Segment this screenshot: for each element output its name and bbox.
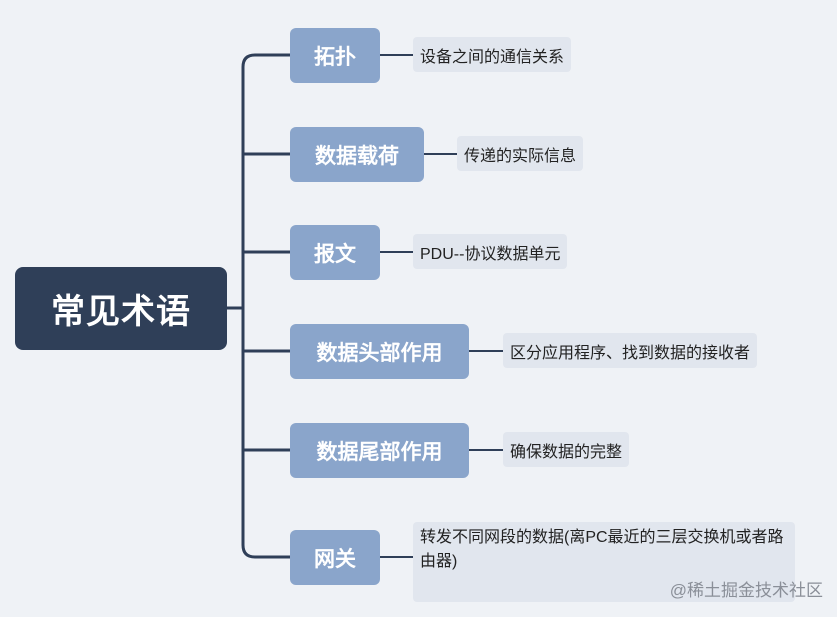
branch-label: 数据载荷: [315, 144, 399, 168]
root-node: 常见术语: [15, 267, 227, 350]
branch-node-trailer: 数据尾部作用: [290, 423, 469, 478]
leaf-node-header: 区分应用程序、找到数据的接收者: [503, 333, 758, 368]
branch-label: 报文: [314, 242, 356, 266]
branch-node-payload: 数据载荷: [290, 127, 424, 182]
leaf-node-payload: 传递的实际信息: [457, 136, 584, 171]
leaf-label: 区分应用程序、找到数据的接收者: [510, 344, 751, 362]
branch-node-gateway: 网关: [290, 530, 380, 585]
branch-node-topology: 拓扑: [290, 28, 380, 83]
leaf-node-gateway: 转发不同网段的数据(离PC最近的三层交换机或者路由器): [413, 522, 795, 602]
leaf-label: 确保数据的完整: [510, 443, 623, 461]
branch-label: 数据尾部作用: [316, 440, 443, 464]
branch-label: 拓扑: [314, 45, 356, 69]
leaf-node-trailer: 确保数据的完整: [503, 432, 630, 467]
watermark: @稀土掘金技术社区: [669, 581, 823, 600]
branch-label: 数据头部作用: [316, 341, 443, 365]
leaf-node-message: PDU--协议数据单元: [413, 234, 568, 269]
branch-node-message: 报文: [290, 225, 380, 280]
branch-node-header: 数据头部作用: [290, 324, 469, 379]
leaf-label: 转发不同网段的数据(离PC最近的三层交换机或者路由器): [420, 529, 784, 570]
leaf-label: 传递的实际信息: [464, 147, 577, 165]
leaf-node-topology: 设备之间的通信关系: [413, 37, 572, 72]
leaf-label: PDU--协议数据单元: [420, 245, 561, 263]
branch-label: 网关: [314, 547, 356, 571]
leaf-label: 设备之间的通信关系: [420, 48, 565, 66]
root-label: 常见术语: [51, 293, 191, 331]
